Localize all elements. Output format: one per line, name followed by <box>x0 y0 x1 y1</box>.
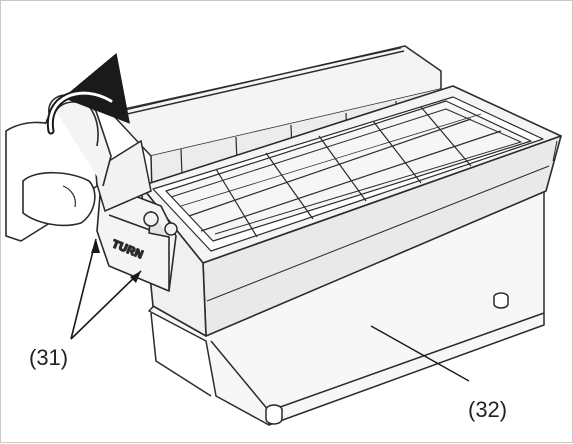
callout-32-leader <box>370 325 470 382</box>
turn-handle: TURN <box>96 182 177 292</box>
callout-32: (32) <box>468 397 508 422</box>
tray-foot <box>265 292 509 425</box>
hand <box>5 94 112 242</box>
latch-knob <box>92 139 178 236</box>
callout-31-leaders <box>70 238 142 340</box>
tray-grid <box>180 106 502 238</box>
callout-31: (31) <box>29 345 69 370</box>
